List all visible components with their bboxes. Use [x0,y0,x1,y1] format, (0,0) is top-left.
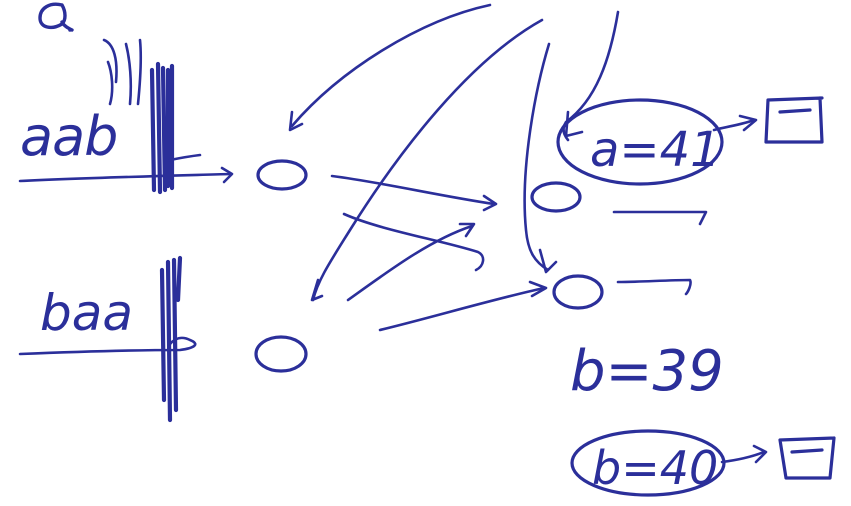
edge-bottom-right-out [616,278,692,296]
string-top-divider [149,61,175,195]
string-bottom-text: baa [40,284,133,342]
node-bottom-right [552,274,604,310]
node-top-right [530,181,582,213]
edges [330,174,708,332]
bucket-bottom [778,436,836,480]
pointer-arrows [288,3,620,302]
edge-cross-to-lower [342,212,485,272]
edge-bottom-left-to-bottom-right [378,286,546,332]
edge-top-right-out [612,210,708,226]
curve-to-node-bottom-left [311,18,544,302]
string-bottom-divider [159,255,183,423]
curve-to-node-bottom-right [523,42,551,272]
a-label-circle [556,98,724,186]
string-top-text: aab [20,105,117,168]
curve-to-a-bucket [562,10,620,142]
bucket-a-group: a=41 [556,96,824,186]
node-bottom-left [254,335,308,373]
bucket-top [764,96,824,144]
string-bottom: baa [18,255,197,423]
node-top-left [256,159,308,191]
string-top: aab [18,38,234,195]
a-bucket-label: a=41 [590,122,721,178]
b-bucket-label: b=40 [592,441,718,495]
string-top-scribble [102,38,143,106]
b-value-label: b=39 [570,339,724,404]
edge-top-left-to-top-right [330,174,496,206]
curve-to-node-top-left [290,3,492,128]
bucket-b-group: b=40 [570,429,836,497]
string-top-arrowhead [220,166,234,184]
string-bottom-underline [18,336,197,356]
b-bucket-arrow [720,450,766,464]
string-top-underline [18,172,232,183]
a-bucket-arrow [712,118,756,132]
question-marker: Q. [38,2,74,32]
edge-bottom-left-up [346,224,474,302]
